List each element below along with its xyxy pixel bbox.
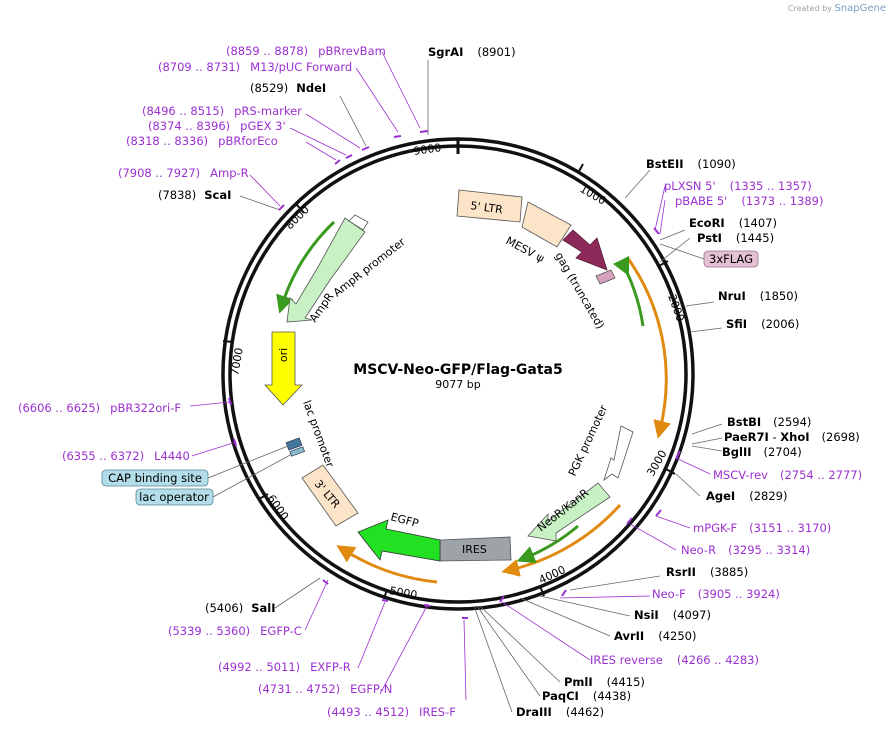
- tick-2000: [658, 260, 669, 267]
- box-cap-binding-site-label: CAP binding site: [108, 471, 202, 485]
- primer-labels: (8859 .. 8878)pBRrevBam (8709 .. 8731)M1…: [18, 44, 862, 719]
- feature-psi: [521, 201, 572, 248]
- primer-ires-reverse: IRES reverse(4266 .. 4283): [590, 653, 759, 667]
- site-nrui: NruI(1850): [718, 289, 798, 303]
- box-lac-operator-label: lac operator: [139, 490, 209, 504]
- tick-label-9000: 9000: [413, 141, 443, 158]
- site-sgrai: SgrAI(8901): [428, 45, 516, 59]
- feature-egfp-label: EGFP: [389, 510, 420, 530]
- box-lac-operator: [135, 488, 214, 506]
- tick-6000: [258, 493, 269, 500]
- tick-8000: [296, 204, 305, 214]
- orf-arrow-ampr: [276, 220, 336, 314]
- feature-neor-kanr: [527, 482, 611, 542]
- site-bstbi: BstBI(2594): [727, 415, 811, 429]
- site-bglii: BglII(2704): [722, 445, 802, 459]
- primer-m13-puc-forward: (8709 .. 8731)M13/pUC Forward: [158, 60, 352, 74]
- plasmid-name: MSCV-Neo-GFP/Flag-Gata5: [353, 362, 562, 378]
- tick-4000: [539, 585, 545, 597]
- site-ecori: EcoRI(1407): [689, 216, 777, 230]
- site-nsii: NsiI(4097): [634, 608, 711, 622]
- feature-boxes: 3xFLAG CAP binding site lac operator: [101, 243, 759, 506]
- feature-ampr: [286, 217, 366, 323]
- feature-egfp: [357, 519, 441, 562]
- primer-prs-marker: (8496 .. 8515)pRS-marker: [142, 104, 302, 118]
- feature-ampr-promoter: [348, 214, 369, 231]
- tick-label-2000: 2000: [665, 293, 687, 324]
- primer-pbrrevbam: (8859 .. 8878)pBRrevBam: [226, 44, 386, 58]
- primer-l4440: (6355 .. 6372)L4440: [62, 449, 190, 463]
- orf-arrows: [276, 220, 671, 584]
- orf-arrow-egfp: [336, 545, 438, 584]
- primer-pbabe-5: pBABE 5'(1373 .. 1389): [675, 194, 824, 208]
- site-bsteii: BstEII(1090): [646, 157, 736, 171]
- box-cap-binding-site: [101, 469, 209, 487]
- orf-arrow-3xflag: [612, 255, 645, 327]
- feature-pgk-promoter-label: PGK promoter: [566, 403, 610, 479]
- orf-arrow-neo-green: [516, 524, 579, 563]
- site-pmli: PmlI(4415): [564, 675, 645, 689]
- box-3xflag: [703, 250, 759, 268]
- site-paer7i-xhoi: PaeR7I - XhoI(2698): [724, 430, 860, 444]
- primer-ires-f: (4493 .. 4512)IRES-F: [327, 705, 456, 719]
- primer-pbrforeco: (8318 .. 8336)pBRforEco: [126, 134, 278, 148]
- site-agei: AgeI(2829): [706, 489, 787, 503]
- feature-pgk-promoter: [603, 425, 634, 482]
- site-sali: (5406)SalI: [205, 601, 276, 615]
- tick-label-8000: 8000: [283, 203, 312, 232]
- tick-label-5000: 5000: [388, 584, 418, 602]
- tick-3000: [665, 468, 676, 475]
- primer-amp-r: (7908 .. 7927)Amp-R: [118, 166, 249, 180]
- feature-3xflag: [595, 269, 616, 285]
- primer-egfp-n: (4731 .. 4752)EGFP-N: [258, 682, 392, 696]
- site-leaders: [239, 60, 723, 713]
- primer-mscv-rev: MSCV-rev(2754 .. 2777): [713, 468, 862, 482]
- primer-leaders: [189, 51, 711, 701]
- site-labels: SgrAI(8901) BstEII(1090) EcoRI(1407) Pst…: [158, 45, 860, 719]
- site-sfii: SfiI(2006): [726, 317, 799, 331]
- feature-ori-label: ori: [277, 348, 290, 362]
- feature-3-ltr: [301, 464, 359, 527]
- tick-label-3000: 3000: [644, 448, 669, 479]
- feature-lac-promoter-label: lac promoter: [300, 399, 336, 470]
- credit-brand: SnapGene: [834, 3, 886, 14]
- site-psti: PstI(1445): [697, 231, 774, 245]
- primer-plxsn-5: pLXSN 5'(1335 .. 1357): [664, 179, 812, 193]
- tick-label-6000: 6000: [265, 492, 292, 522]
- tick-label-1000: 1000: [578, 182, 609, 207]
- feature-psi-label: MESV ψ: [504, 234, 547, 265]
- site-scai: (7838)ScaI: [158, 188, 231, 202]
- primer-pgex-3: (8374 .. 8396)pGEX 3': [148, 119, 286, 133]
- primer-ticks: [228, 130, 681, 619]
- feature-gag: [562, 229, 608, 271]
- feature-lac-operator: [289, 446, 305, 457]
- feature-ires-label: IRES: [462, 543, 487, 556]
- primer-pbr322ori-f: (6606 .. 6625)pBR322ori-F: [18, 401, 181, 415]
- tick-5000: [383, 588, 388, 600]
- orf-arrow-neo: [501, 503, 622, 577]
- box-3xflag-label: 3xFLAG: [709, 252, 753, 266]
- primer-neo-f: Neo-F(3905 .. 3924): [652, 587, 780, 601]
- site-rsrii: RsrII(3885): [666, 565, 748, 579]
- orf-arrow-gata5: [625, 256, 671, 439]
- primer-mpgk-f: mPGK-F(3151 .. 3170): [693, 521, 831, 535]
- site-avrii: AvrII(4250): [614, 629, 696, 643]
- feature-ori: [264, 331, 303, 406]
- feature-5-ltr: [456, 189, 523, 223]
- credit-prefix: Created by: [787, 4, 832, 13]
- primer-egfp-c: (5339 .. 5360)EGFP-C: [168, 624, 302, 638]
- site-draiii: DraIII(4462): [516, 705, 604, 719]
- primer-neo-r: Neo-R(3295 .. 3314): [681, 543, 810, 557]
- plasmid-length: 9077 bp: [435, 378, 480, 391]
- feature-5-ltr-label: 5' LTR: [470, 199, 504, 216]
- snapgene-credit: Created by SnapGene: [788, 3, 886, 14]
- tick-1000: [577, 163, 584, 174]
- tick-7000: [222, 340, 234, 343]
- site-ndei: (8529)NdeI: [250, 81, 326, 95]
- tick-label-7000: 7000: [228, 347, 246, 377]
- site-paqci: PaqCI(4438): [542, 689, 631, 703]
- primer-exfp-r: (4992 .. 5011)EXFP-R: [218, 660, 351, 674]
